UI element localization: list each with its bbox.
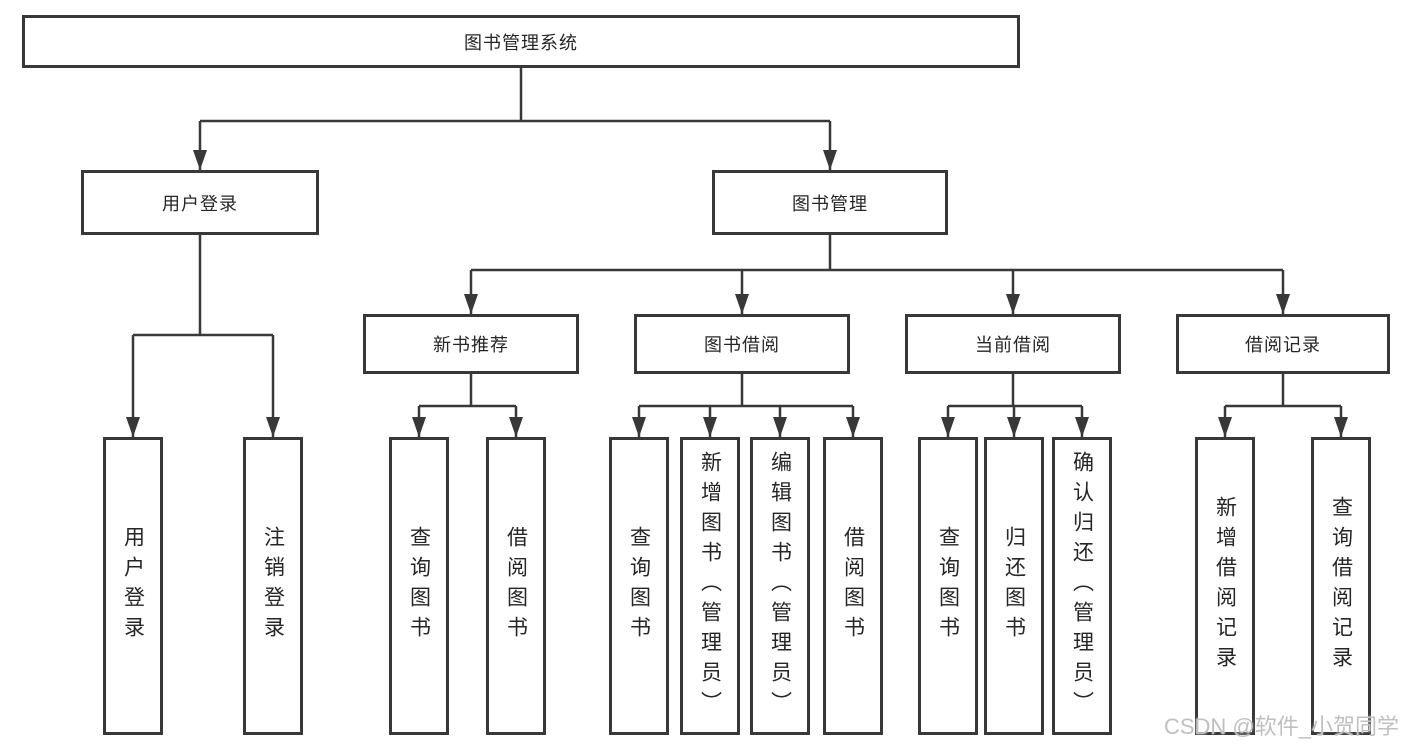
leaf-current-confirm-return-admin-label: 确认归还（管理员） [1070, 451, 1094, 721]
tree-edges [131, 68, 1343, 437]
leaf-records-query-record: 查询借阅记录 [1311, 437, 1371, 735]
leaf-borrowing-edit-books-admin: 编辑图书（管理员） [750, 437, 810, 735]
node-new-books: 新书推荐 [363, 314, 579, 374]
leaf-newbooks-borrow-books: 借阅图书 [486, 437, 546, 735]
leaf-borrowing-edit-books-admin-label: 编辑图书（管理员） [768, 451, 792, 721]
leaf-borrowing-borrow-books-label: 借阅图书 [841, 526, 865, 646]
leaf-current-query-books: 查询图书 [918, 437, 978, 735]
leaf-newbooks-query-books-label: 查询图书 [407, 526, 431, 646]
leaf-current-return-books-label: 归还图书 [1002, 526, 1026, 646]
csdn-watermark: CSDN @软件_小贺同学 [1163, 714, 1399, 739]
node-root: 图书管理系统 [22, 15, 1020, 68]
leaf-newbooks-borrow-books-label: 借阅图书 [504, 526, 528, 646]
leaf-borrowing-query-books: 查询图书 [609, 437, 669, 735]
node-new-books-label: 新书推荐 [433, 335, 509, 355]
node-borrowing-records-label: 借阅记录 [1245, 335, 1321, 355]
node-current-borrowing-label: 当前借阅 [975, 335, 1051, 355]
leaf-user-login-label: 用户登录 [121, 526, 145, 646]
leaf-current-return-books: 归还图书 [984, 437, 1044, 735]
leaf-borrowing-add-books-admin: 新增图书（管理员） [680, 437, 740, 735]
leaf-current-query-books-label: 查询图书 [936, 526, 960, 646]
node-borrowing-records: 借阅记录 [1176, 314, 1390, 374]
leaf-logout-label: 注销登录 [261, 526, 285, 646]
node-book-borrowing: 图书借阅 [634, 314, 850, 374]
node-user-login-label: 用户登录 [162, 193, 238, 214]
leaf-current-confirm-return-admin: 确认归还（管理员） [1052, 437, 1112, 735]
node-current-borrowing: 当前借阅 [905, 314, 1121, 374]
node-book-management-label: 图书管理 [792, 193, 868, 214]
leaf-logout: 注销登录 [243, 437, 303, 735]
leaf-borrowing-add-books-admin-label: 新增图书（管理员） [698, 451, 722, 721]
leaf-user-login: 用户登录 [103, 437, 163, 735]
leaf-records-add-record: 新增借阅记录 [1195, 437, 1255, 735]
leaf-borrowing-borrow-books: 借阅图书 [823, 437, 883, 735]
node-root-label: 图书管理系统 [464, 32, 578, 53]
leaf-records-add-record-label: 新增借阅记录 [1213, 496, 1237, 676]
node-user-login: 用户登录 [81, 170, 319, 235]
node-book-borrowing-label: 图书借阅 [704, 335, 780, 355]
node-book-management: 图书管理 [712, 170, 948, 235]
leaf-borrowing-query-books-label: 查询图书 [627, 526, 651, 646]
leaf-records-query-record-label: 查询借阅记录 [1329, 496, 1353, 676]
leaf-newbooks-query-books: 查询图书 [389, 437, 449, 735]
